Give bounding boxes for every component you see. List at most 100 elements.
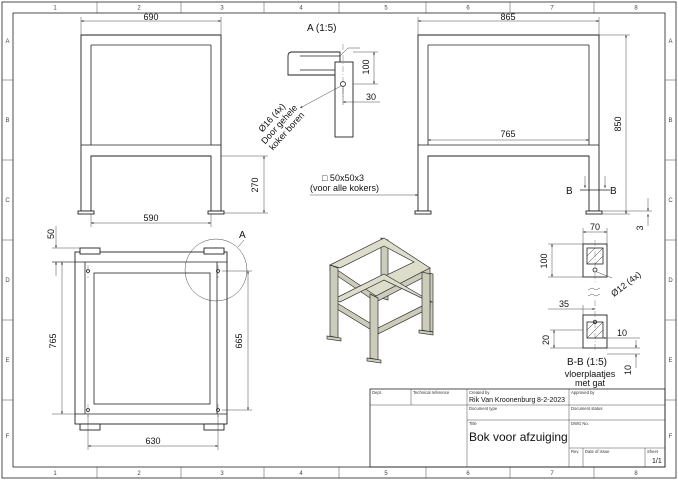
side-view: 865 765 850 3 B B [414,12,652,231]
dim-top-hole-spacing: 665 [234,333,244,348]
top-plate-tr [203,247,225,255]
front-foot-left [77,210,95,215]
iso-leg-front-right [421,271,431,333]
grid-col-7-top: 7 [550,6,554,12]
iso-top-frame [329,237,431,297]
side-foot-left [414,210,432,215]
dim-side-inner-width: 765 [500,129,515,139]
tb-date: 8-2-2023 [537,397,565,404]
tube-profile: □ 50x50x3 [322,173,364,183]
grid-col-2-top: 2 [137,6,141,12]
dim-section-hole-offset: 35 [559,299,569,309]
grid-row-a-left: A [5,39,9,45]
dim-top-inner-length: 765 [48,333,58,348]
section-marker-b-left: B [566,186,573,197]
tb-date-of-issue-label: Date of issue [585,449,610,454]
grid-col-4-bottom: 4 [299,471,303,477]
dim-section-height: 20 [541,335,551,345]
detail-a-callout-label: A [239,230,246,241]
tb-rev-label: Rev. [571,449,579,454]
dim-plate-width: 70 [590,222,600,232]
grid-row-e-right: E [668,358,672,364]
grid-col-8-bottom: 8 [634,471,638,477]
tb-sheet-label: Sheet [647,449,659,454]
top-outline [74,251,228,425]
side-frame-outline [417,34,600,212]
dim-side-overall-width: 865 [500,12,515,22]
section-bb-hole [593,319,598,324]
dim-front-overall-width: 690 [143,12,158,22]
front-frame-outline [80,34,222,212]
grid-col-5-bottom: 5 [384,471,388,477]
tube-note: □ 50x50x3 (voor alle kokers) [310,173,418,196]
grid-col-1-bottom: 1 [53,471,57,477]
dim-section-inset: 10 [617,328,627,338]
tb-tech-ref-label: Technical reference [413,390,450,395]
grid-row-b-right: B [668,118,672,124]
tb-doc-status-label: Document status [571,406,602,411]
front-foot-right [207,210,225,215]
dim-top-inner-width: 630 [145,436,160,446]
grid-row-b-left: B [5,118,9,124]
plate-detail-view: 70 100 Ø12 (4x) [539,222,643,299]
detail-a-callout-circle [184,238,248,302]
section-bb-caption-line-2: met gat [575,378,606,388]
dim-detail-a-height: 100 [361,59,371,74]
grid-row-f-left: F [6,434,10,440]
grid-col-3-top: 3 [220,6,224,12]
grid-row-f-right: F [669,434,673,440]
plate-hole-note: Ø12 (4x) [609,269,643,298]
grid-col-6-bottom: 6 [466,471,470,477]
iso-leg-front-center [369,293,379,361]
dim-front-inner-width: 590 [143,213,158,223]
top-plate-br [203,423,225,431]
dim-side-overall-height: 850 [613,116,623,131]
iso-foot-2 [366,357,382,364]
top-plate-tl [79,247,101,255]
top-plate-bl [79,423,101,431]
grid-col-7-bottom: 7 [550,471,554,477]
tb-doc-type-label: Document type [469,406,498,411]
grid-col-2-bottom: 2 [137,471,141,477]
tb-approved-by-label: Approved by [571,390,595,395]
dim-detail-a-offset: 30 [366,92,376,102]
section-bb-label: B-B (1:5) [567,357,607,368]
iso-foot-1 [326,335,342,342]
tb-title-label: Title [469,421,477,426]
section-bb-view: 35 20 10 10 B-B (1:5) vloerplaatjes met … [541,299,640,388]
tb-created-by-label: Created by [469,390,490,395]
detail-a-tube-vertical [334,61,354,138]
grid-col-4-top: 4 [299,6,303,12]
tb-title: Bok voor afzuiging [469,430,568,444]
detail-a-label: A (1:5) [307,23,336,34]
grid-labels: 1 2 3 4 5 6 7 8 1 2 3 4 5 6 7 8 A B C D … [5,6,673,478]
section-bb-caption-line-1: vloerplaatjes [565,369,616,379]
detail-a-view: A (1:5) 100 30 Ø16 (4x) Door gehele koke… [256,23,380,152]
grid-row-d-right: D [668,278,673,284]
dim-front-brace-height: 270 [250,177,260,192]
side-foot-right [585,210,603,215]
dim-side-foot: 3 [635,225,645,230]
isometric-view [326,237,434,364]
grid-row-c-right: C [668,198,673,204]
top-inner-opening [93,272,211,405]
detail-a-tube-horizontal [287,51,341,76]
top-view: A 50 765 665 630 [46,226,252,450]
iso-leg-front-left [329,264,339,339]
grid-row-a-right: A [668,39,672,45]
dim-section-thickness: 10 [623,365,633,375]
grid-col-5-top: 5 [384,6,388,12]
grid-col-6-top: 6 [466,6,470,12]
section-marker-b-right: B [610,186,617,197]
tube-scope: (voor alle kokers) [310,183,379,193]
tb-dwg-no-label: DWG No. [571,421,589,426]
title-block: Dept. Technical reference Created by Rik… [369,388,666,468]
tb-created-by: Rik Van Kroonenburg [469,397,536,404]
grid-row-d-left: D [5,278,10,284]
tb-sheet: 1/1 [652,458,662,465]
grid-col-8-top: 8 [634,6,638,12]
grid-row-e-left: E [5,358,9,364]
grid-col-3-bottom: 3 [220,471,224,477]
dim-plate-height: 100 [539,253,549,268]
